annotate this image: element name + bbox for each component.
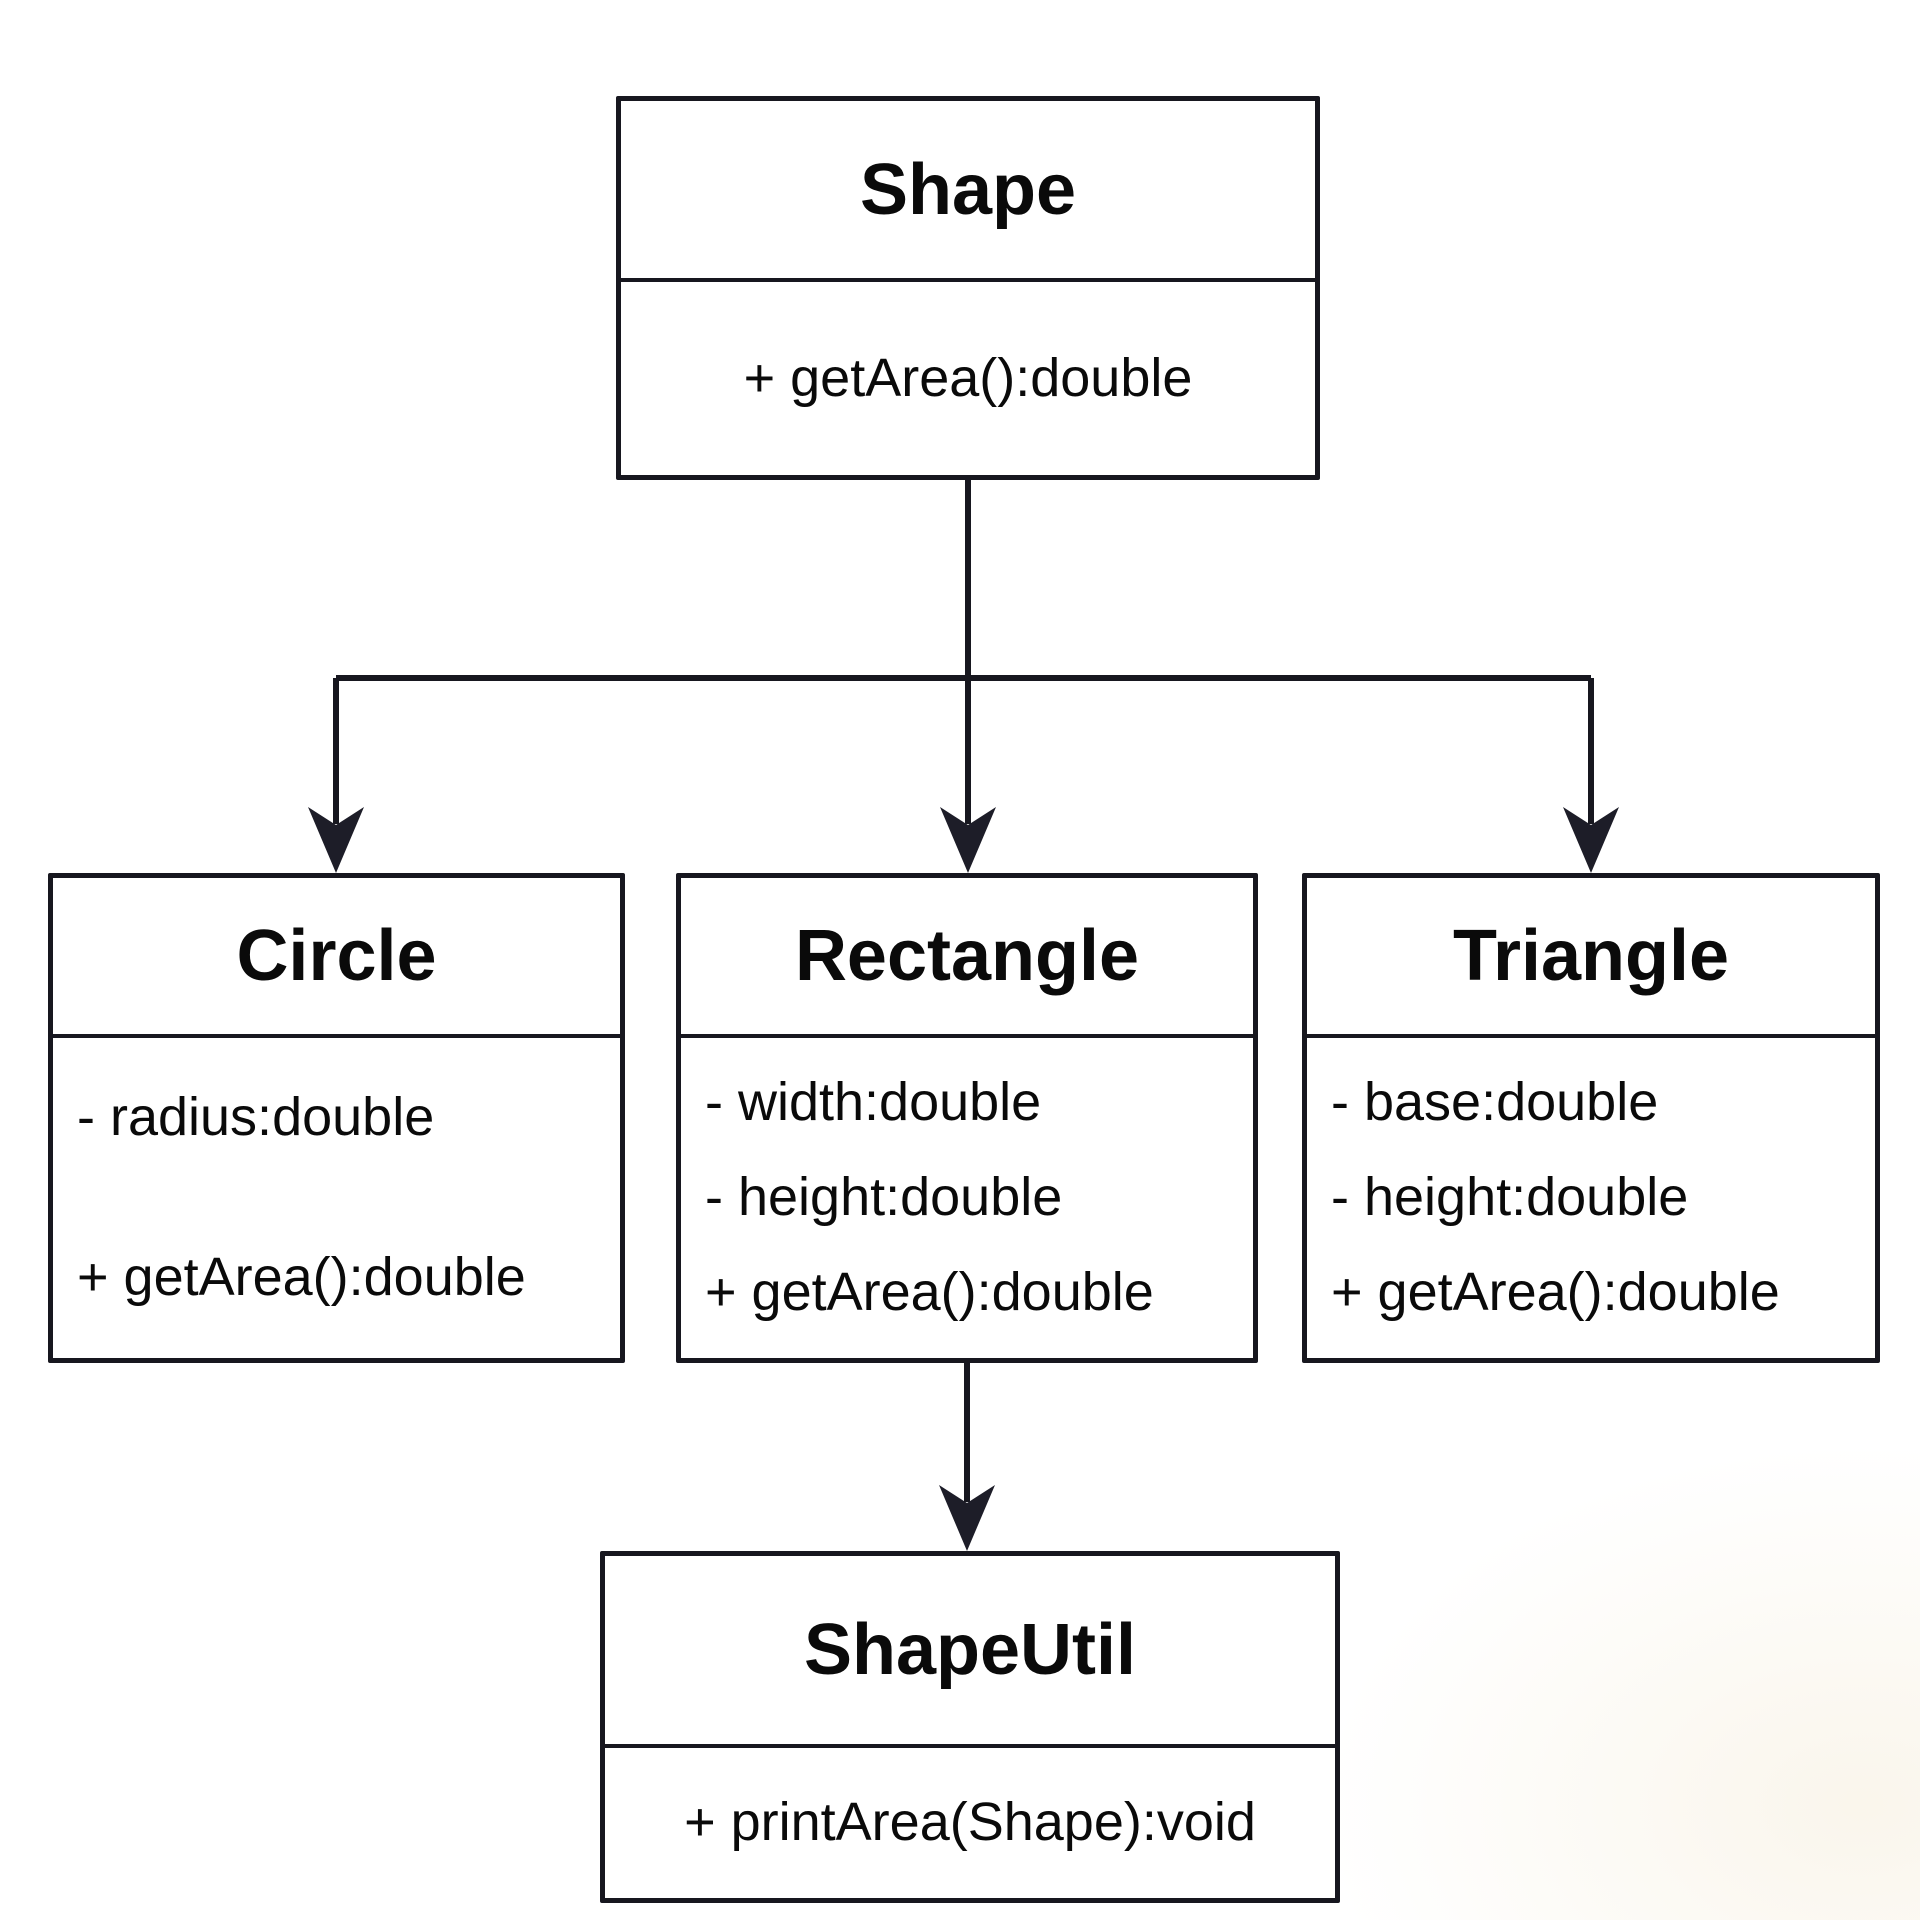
class-members-shapeutil: + printArea(Shape):void (605, 1748, 1335, 1898)
class-box-shapeutil: ShapeUtil + printArea(Shape):void (600, 1551, 1340, 1903)
member-row: + getArea():double (705, 1262, 1154, 1323)
member-row: + getArea():double (1331, 1262, 1780, 1323)
class-box-shape: Shape + getArea():double (616, 96, 1320, 480)
member-row: - radius:double (77, 1087, 435, 1148)
class-name-triangle: Triangle (1307, 878, 1875, 1038)
class-box-triangle: Triangle - base:double - height:double +… (1302, 873, 1880, 1363)
class-box-rectangle: Rectangle - width:double - height:double… (676, 873, 1258, 1363)
member-row: - width:double (705, 1072, 1042, 1133)
member-row: + printArea(Shape):void (684, 1792, 1256, 1853)
arrowhead-icon (939, 1485, 995, 1551)
class-members-rectangle: - width:double - height:double + getArea… (681, 1038, 1253, 1358)
arrowhead-icon (1563, 807, 1619, 873)
arrowhead-icon (308, 807, 364, 873)
class-name-shape: Shape (621, 101, 1315, 282)
class-members-triangle: - base:double - height:double + getArea(… (1307, 1038, 1875, 1358)
member-row: - height:double (1331, 1167, 1689, 1228)
member-row: + getArea():double (743, 347, 1193, 408)
arrowhead-icon (940, 807, 996, 873)
class-members-shape: + getArea():double (621, 282, 1315, 475)
class-box-circle: Circle - radius:double + getArea():doubl… (48, 873, 625, 1363)
member-row: + getArea():double (77, 1247, 526, 1308)
member-row: - height:double (705, 1167, 1063, 1228)
class-name-shapeutil: ShapeUtil (605, 1556, 1335, 1748)
class-name-circle: Circle (53, 878, 620, 1038)
class-members-circle: - radius:double + getArea():double (53, 1038, 620, 1358)
member-row: - base:double (1331, 1072, 1659, 1133)
class-name-rectangle: Rectangle (681, 878, 1253, 1038)
